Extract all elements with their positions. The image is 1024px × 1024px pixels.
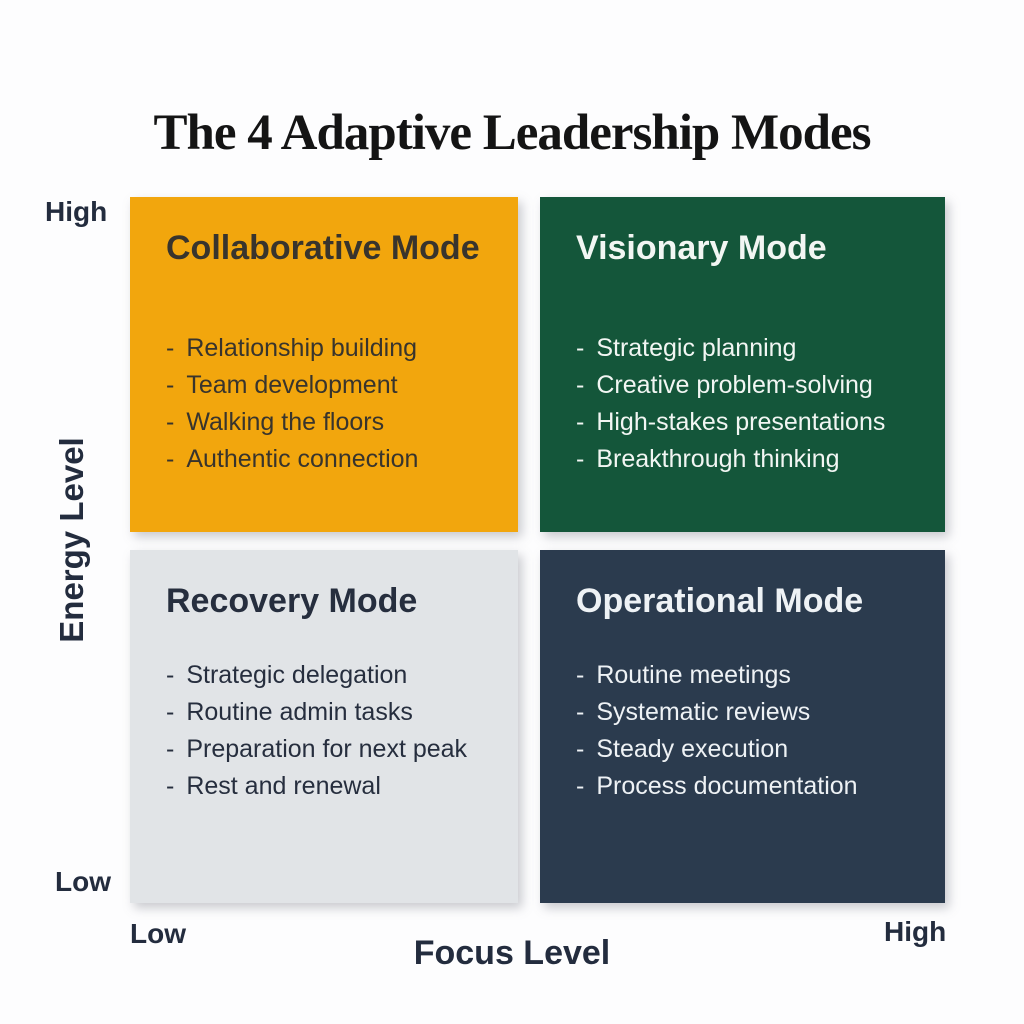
diagram-title: The 4 Adaptive Leadership Modes — [153, 105, 871, 162]
list-item-text: Breakthrough thinking — [596, 445, 840, 473]
dash-marker: - — [166, 334, 175, 362]
x-axis-label: Focus Level — [413, 934, 611, 972]
list-item: -Strategic planning — [576, 330, 911, 367]
list-item: -Team development — [166, 367, 484, 404]
quadrant-operational: Operational Mode -Routine meetings -Syst… — [540, 550, 945, 903]
quadrant-item-list: -Relationship building -Team development… — [166, 330, 484, 478]
list-item-text: Process documentation — [596, 772, 858, 800]
list-item-text: Preparation for next peak — [186, 735, 468, 763]
dash-marker: - — [576, 661, 585, 689]
dash-marker: - — [166, 735, 175, 763]
dash-marker: - — [166, 445, 175, 473]
quadrant-collaborative: Collaborative Mode -Relationship buildin… — [130, 197, 518, 532]
quadrant-item-list: -Routine meetings -Systematic reviews -S… — [576, 657, 911, 805]
list-item-text: Strategic planning — [596, 334, 797, 362]
dash-marker: - — [576, 334, 585, 362]
quadrant-visionary: Visionary Mode -Strategic planning -Crea… — [540, 197, 945, 532]
dash-marker: - — [166, 371, 175, 399]
list-item-text: Steady execution — [596, 735, 789, 763]
quadrant-item-list: -Strategic planning -Creative problem-so… — [576, 330, 911, 478]
dash-marker: - — [576, 772, 585, 800]
quadrant-grid: Collaborative Mode -Relationship buildin… — [130, 197, 945, 903]
list-item: -Walking the floors — [166, 404, 484, 441]
list-item: -Relationship building — [166, 330, 484, 367]
dash-marker: - — [166, 772, 175, 800]
quadrant-title: Collaborative Mode — [166, 229, 480, 267]
y-axis-low-label: Low — [55, 866, 111, 897]
list-item: -Breakthrough thinking — [576, 441, 911, 478]
list-item: -Routine meetings — [576, 657, 911, 694]
quadrant-item-list: -Strategic delegation -Routine admin tas… — [166, 657, 484, 805]
list-item-text: Strategic delegation — [186, 661, 408, 689]
list-item: -Rest and renewal — [166, 768, 484, 805]
list-item-text: Routine admin tasks — [186, 698, 413, 726]
list-item-text: Relationship building — [186, 334, 418, 362]
list-item: -Routine admin tasks — [166, 694, 484, 731]
list-item-text: Walking the floors — [186, 408, 385, 436]
dash-marker: - — [576, 445, 585, 473]
list-item-text: Routine meetings — [596, 661, 791, 689]
dash-marker: - — [576, 698, 585, 726]
list-item: -Systematic reviews — [576, 694, 911, 731]
list-item-text: High-stakes presentations — [596, 408, 886, 436]
dash-marker: - — [166, 661, 175, 689]
y-axis-label: Energy Level — [53, 437, 90, 643]
quadrant-title: Visionary Mode — [576, 229, 827, 267]
list-item-text: Authentic connection — [186, 445, 419, 473]
list-item: -Strategic delegation — [166, 657, 484, 694]
x-axis-high-label: High — [884, 916, 947, 947]
dash-marker: - — [576, 408, 585, 436]
list-item: -Preparation for next peak — [166, 731, 484, 768]
list-item: -Authentic connection — [166, 441, 484, 478]
list-item-text: Creative problem-solving — [596, 371, 873, 399]
dash-marker: - — [576, 371, 585, 399]
quadrant-recovery: Recovery Mode -Strategic delegation -Rou… — [130, 550, 518, 903]
y-axis-high-label: High — [45, 196, 108, 227]
dash-marker: - — [166, 408, 175, 436]
quadrant-title: Operational Mode — [576, 582, 864, 620]
list-item: -Creative problem-solving — [576, 367, 911, 404]
list-item-text: Team development — [186, 371, 398, 399]
list-item-text: Systematic reviews — [596, 698, 811, 726]
dash-marker: - — [166, 698, 175, 726]
quadrant-title: Recovery Mode — [166, 582, 418, 620]
list-item: -Process documentation — [576, 768, 911, 805]
dash-marker: - — [576, 735, 585, 763]
x-axis-low-label: Low — [130, 918, 186, 949]
list-item: -High-stakes presentations — [576, 404, 911, 441]
list-item-text: Rest and renewal — [186, 772, 381, 800]
list-item: -Steady execution — [576, 731, 911, 768]
